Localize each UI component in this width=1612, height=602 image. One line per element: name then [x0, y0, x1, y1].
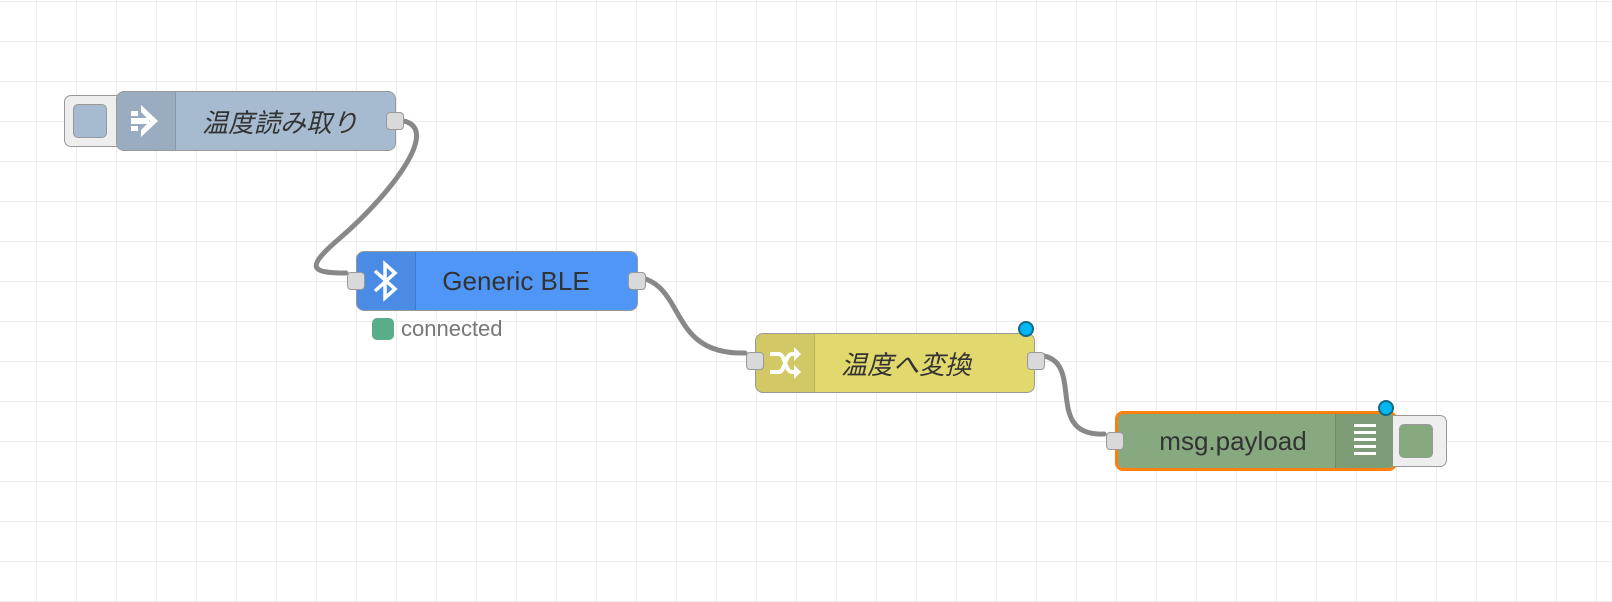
ble-output-port[interactable] [628, 272, 646, 290]
status-dot-icon [372, 318, 394, 340]
ble-icon-area [357, 252, 416, 310]
function-input-port[interactable] [746, 352, 764, 370]
inject-trigger-button[interactable] [73, 104, 107, 138]
bluetooth-icon [373, 260, 398, 302]
function-node[interactable]: 温度へ変換 [755, 333, 1035, 393]
function-changed-indicator [1018, 321, 1034, 337]
debug-node[interactable]: msg.payload [1115, 411, 1397, 471]
debug-node-label: msg.payload [1159, 425, 1307, 456]
generic-ble-node[interactable]: Generic BLE [356, 251, 638, 311]
debug-changed-indicator [1378, 400, 1394, 416]
debug-button-tab[interactable] [1393, 415, 1447, 467]
function-icon-area [756, 334, 815, 392]
debug-input-port[interactable] [1106, 432, 1124, 450]
function-output-port[interactable] [1027, 352, 1045, 370]
generic-ble-node-label: Generic BLE [442, 265, 590, 296]
list-icon [1354, 424, 1376, 455]
function-node-label: 温度へ変換 [840, 349, 971, 380]
wire-function-to-debug[interactable] [1032, 352, 1107, 437]
ble-input-port[interactable] [347, 272, 365, 290]
arrow-in-icon [131, 105, 158, 137]
ble-status: connected [372, 316, 503, 342]
inject-node[interactable]: 温度読み取り [116, 91, 396, 151]
inject-icon-area [117, 92, 176, 150]
inject-output-port[interactable] [386, 112, 404, 130]
debug-icon-area [1335, 414, 1394, 468]
inject-node-label: 温度読み取り [201, 107, 358, 138]
shuffle-icon [770, 347, 801, 379]
debug-toggle-button[interactable] [1399, 424, 1433, 458]
ble-status-text: connected [401, 316, 503, 341]
inject-button-tab[interactable] [64, 95, 124, 147]
